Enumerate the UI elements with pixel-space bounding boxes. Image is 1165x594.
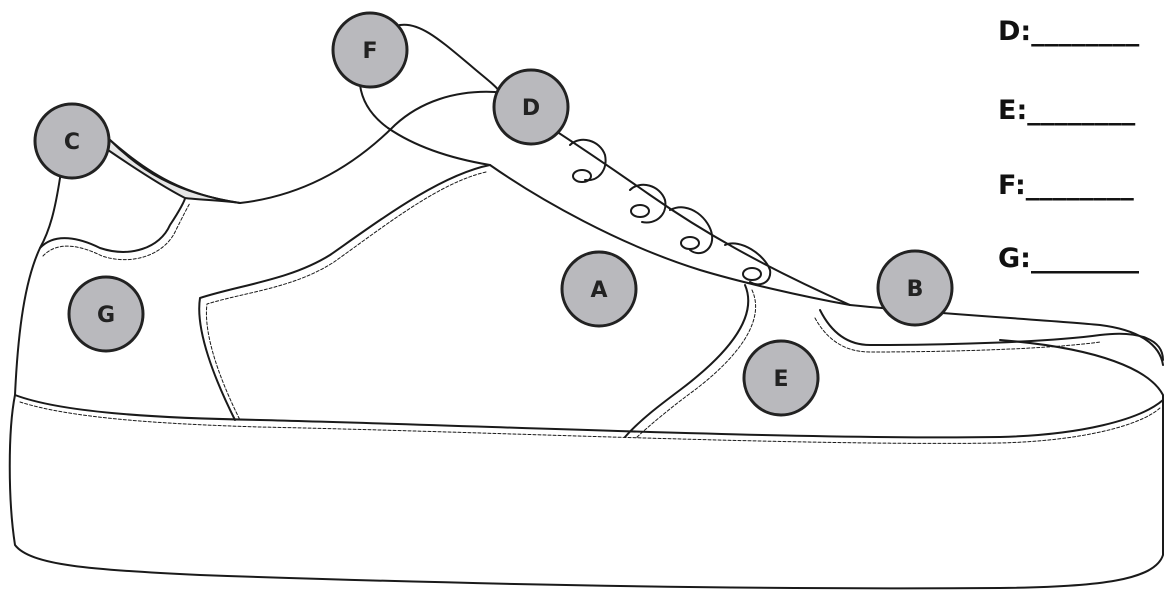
side-panel-stitching [205,171,487,421]
heel-counter [39,197,186,253]
marker-B: B [876,249,954,327]
marker-B-label: B [907,277,924,302]
side-panel [198,164,491,421]
marker-E: E [742,339,820,417]
marker-C-label: C [64,130,80,155]
heel-outline [14,177,61,396]
marker-F: F [331,11,409,89]
marker-D-label: D [522,96,540,121]
tongue-lower [359,84,389,129]
eyestay-bottom [387,127,851,306]
side-panel-front-stitching [635,289,757,439]
marker-D: D [492,68,570,146]
side-panel-front [624,284,750,438]
marker-G: G [67,275,145,353]
answer-D: D:________ [998,16,1140,47]
marker-F-label: F [362,39,377,64]
marker-G-label: G [97,303,115,328]
sole [8,339,1164,590]
marker-A-label: A [590,278,607,303]
heel-counter-stitching [42,202,191,261]
toe-cap-stitching [814,317,1101,353]
marker-A: A [560,250,638,328]
collar-lining [107,139,241,204]
marker-C: C [33,102,111,180]
collar-outline [59,90,496,204]
answer-F: F:________ [998,170,1134,201]
laces [569,138,772,286]
answer-G: G:________ [998,243,1139,274]
midsole-stitching [19,401,1161,444]
marker-E-label: E [773,367,788,392]
midsole-top-edge [14,394,1164,439]
answer-E: E:________ [998,95,1136,126]
